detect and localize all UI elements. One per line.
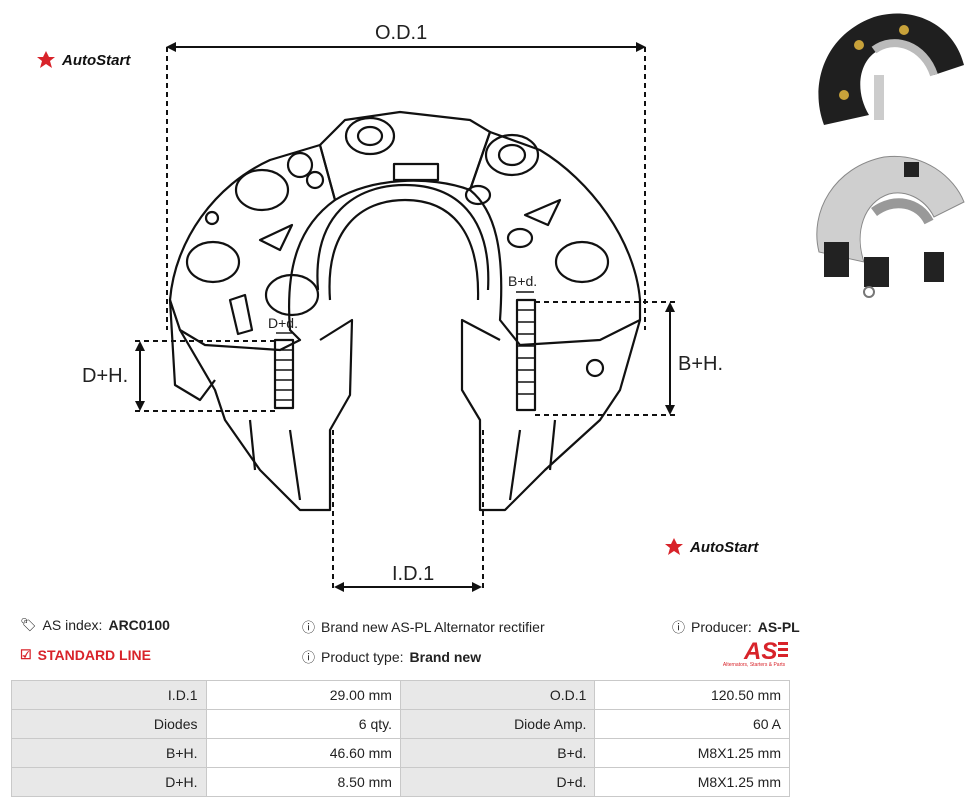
product-photo-bottom — [816, 155, 965, 298]
as-logo-caption: Alternators, Starters & Parts — [722, 662, 786, 668]
check-square-icon: ☑ — [20, 647, 32, 662]
producer: ⓘ Producer: AS-PL — [672, 617, 800, 636]
product-type: ⓘ Product type: Brand new — [302, 647, 481, 666]
spec-value: 46.60 mm — [205, 738, 401, 768]
spec-table: I.D.1 29.00 mm O.D.1 120.50 mm Diodes 6 … — [11, 680, 790, 797]
tags-icon: 🏷 — [20, 617, 37, 632]
as-index: 🏷 AS index: ARC0100 — [20, 617, 170, 633]
as-index-value: ARC0100 — [108, 617, 170, 633]
spec-value: M8X1.25 mm — [594, 738, 790, 768]
bd-dimension-label: B+d. — [508, 273, 537, 289]
standard-line-badge: ☑ STANDARD LINE — [20, 647, 151, 663]
as-index-label: AS index: — [42, 617, 103, 633]
od-dimension-label: O.D.1 — [375, 22, 427, 44]
info-icon: ⓘ — [672, 620, 686, 635]
id-dimension-label: I.D.1 — [392, 563, 434, 585]
as-logo-text: AS — [743, 638, 777, 662]
dh-dimension-label: D+H. — [82, 365, 128, 387]
product-description: ⓘ Brand new AS-PL Alternator rectifier — [302, 617, 545, 636]
spec-value: 60 A — [594, 709, 790, 739]
logo-text: AutoStart — [62, 51, 131, 69]
table-row: Diodes 6 qty. Diode Amp. 60 A — [11, 709, 790, 739]
spec-value: 120.50 mm — [594, 680, 790, 710]
spec-label: D+H. — [11, 767, 207, 797]
producer-label: Producer: — [691, 618, 752, 635]
logo-text: AutoStart — [690, 538, 759, 556]
info-icon: ⓘ — [302, 650, 316, 665]
standard-line-label: STANDARD LINE — [37, 647, 151, 663]
description-text: Brand new AS-PL Alternator rectifier — [321, 618, 545, 635]
spec-label: D+d. — [399, 767, 596, 797]
autostart-logo-top: AutoStart — [36, 50, 130, 70]
rectifier-technical-drawing: O.D.1 I.D.1 D+H. B+H. D+d. B+d. — [82, 22, 723, 592]
as-logo-mark: AS — [743, 638, 788, 665]
spec-value: 6 qty. — [205, 709, 401, 739]
spec-label: Diode Amp. — [399, 709, 596, 739]
table-row: I.D.1 29.00 mm O.D.1 120.50 mm — [11, 680, 790, 710]
table-row: B+H. 46.60 mm B+d. M8X1.25 mm — [11, 738, 790, 768]
spec-label: B+H. — [11, 738, 207, 768]
producer-value: AS-PL — [757, 618, 800, 635]
product-type-label: Product type: — [321, 648, 404, 665]
as-pl-logo: AS Alternators, Starters & Parts — [716, 638, 792, 672]
spec-value: 8.50 mm — [205, 767, 401, 797]
table-row: D+H. 8.50 mm D+d. M8X1.25 mm — [11, 767, 790, 797]
bh-dimension-label: B+H. — [678, 353, 723, 375]
dd-dimension-label: D+d. — [268, 315, 298, 331]
autostart-star-icon — [37, 51, 55, 68]
info-icon: ⓘ — [302, 620, 316, 635]
spec-value: 29.00 mm — [205, 680, 401, 710]
spec-value: M8X1.25 mm — [594, 767, 790, 797]
autostart-logo-bottom: AutoStart — [664, 537, 758, 557]
autostart-star-icon — [665, 538, 683, 555]
product-type-value: Brand new — [409, 648, 482, 665]
spec-label: I.D.1 — [11, 680, 207, 710]
spec-label: O.D.1 — [399, 680, 596, 710]
spec-label: Diodes — [11, 709, 207, 739]
spec-label: B+d. — [399, 738, 596, 768]
product-photo-top — [818, 13, 964, 126]
